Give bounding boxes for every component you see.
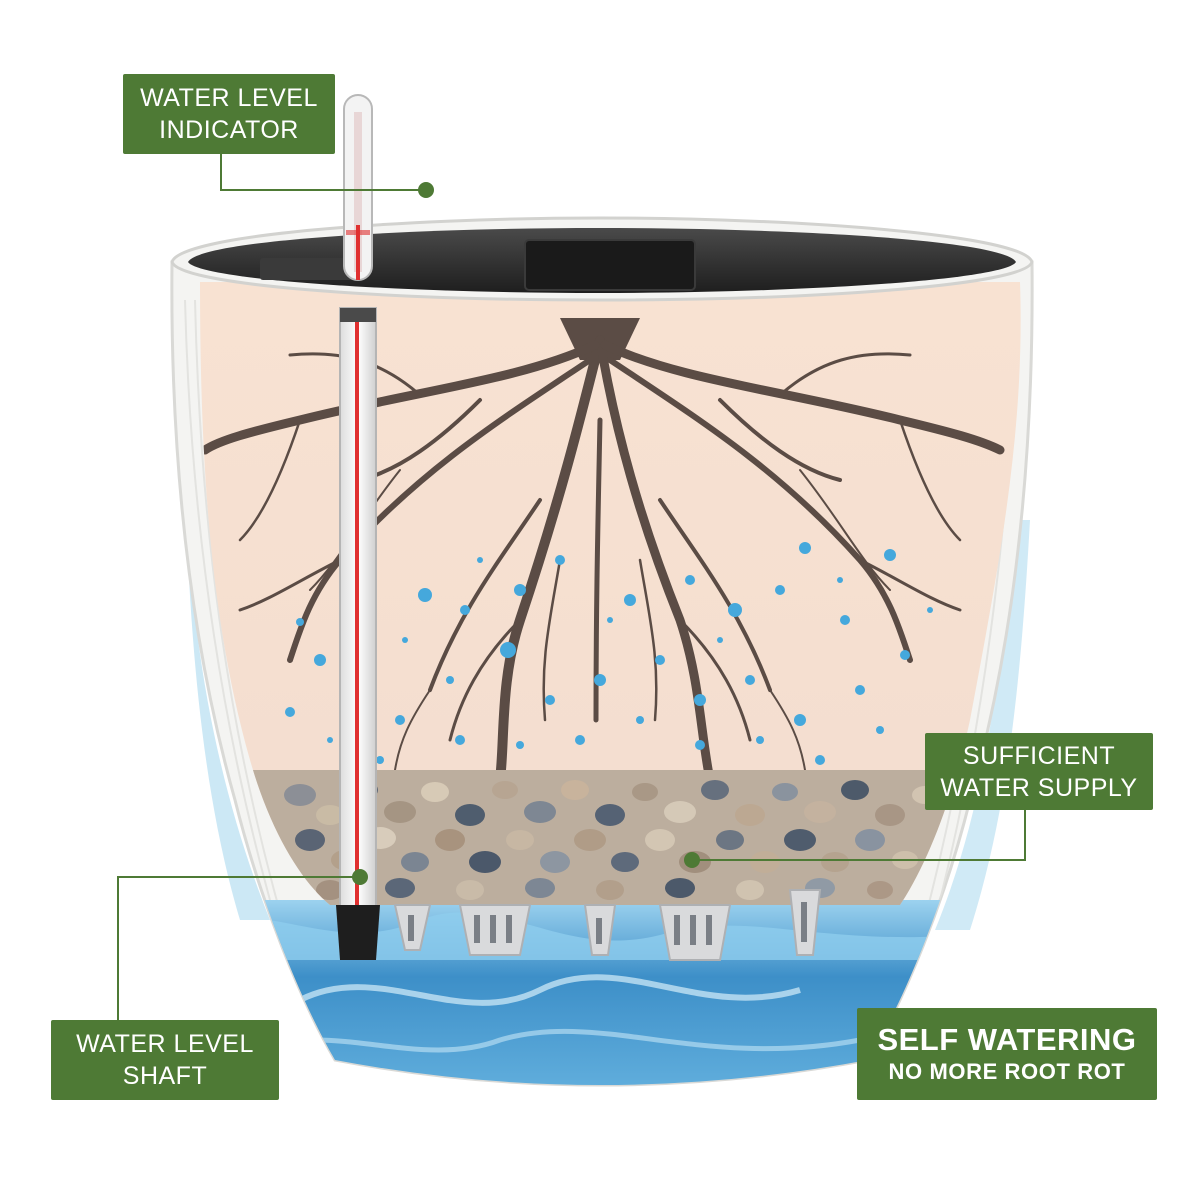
wicking-legs [393,889,822,961]
self-watering-banner: SELF WATERING NO MORE ROOT ROT [857,1008,1157,1100]
water-level-indicator-line1: WATER LEVEL [140,84,318,112]
water-level-shaft-label: WATER LEVEL SHAFT [51,1020,279,1100]
sufficient-water-supply-label: SUFFICIENT WATER SUPPLY [925,733,1153,810]
water-level-indicator-line2: INDICATOR [159,116,299,144]
sufficient-water-supply-line2: WATER SUPPLY [940,773,1138,802]
self-watering-headline: SELF WATERING [877,1022,1137,1057]
water-level-float-icon [343,94,373,281]
water-bubbles [285,542,933,765]
pebble-layer-icon [240,770,980,905]
water-level-shaft [336,307,380,960]
callout-leader-lines [117,154,1026,1020]
callout-dots [352,182,700,885]
water-level-shaft-line2: SHAFT [122,1062,208,1090]
self-watering-tagline: NO MORE ROOT ROT [888,1059,1126,1084]
water-level-shaft-line1: WATER LEVEL [76,1030,254,1058]
inner-pot-rim [170,216,1034,302]
soil-cross-section [200,282,1021,905]
water-level-indicator-label: WATER LEVEL INDICATOR [123,74,335,154]
sufficient-water-supply-line1: SUFFICIENT [962,741,1116,770]
